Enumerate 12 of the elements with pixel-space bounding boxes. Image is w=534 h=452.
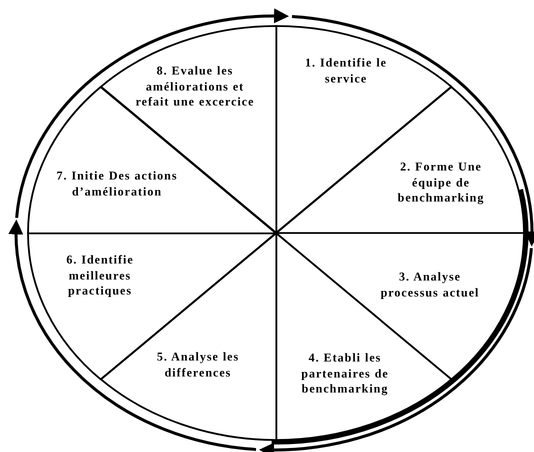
step-label: 8. Evalue les améliorations et refait une excercice bbox=[134, 64, 256, 110]
step-label: 2. Forme Une équipe de benchmarking bbox=[396, 160, 486, 206]
cycle-arrow bbox=[15, 8, 289, 218]
step-label: 4. Etabli les partenaires de benchmarking bbox=[300, 350, 390, 398]
cycle-arrow bbox=[259, 248, 533, 452]
step-label: 6. Identifie meilleures practiques bbox=[65, 252, 135, 300]
cycle-arrow bbox=[292, 15, 534, 247]
step-label: 3. Analyse processus actuel bbox=[380, 269, 480, 301]
step-label: 7. Initie Des actions d’amélioration bbox=[56, 168, 178, 200]
step-label: 5. Analyse les differences bbox=[156, 349, 240, 381]
cycle-arrow bbox=[8, 219, 256, 451]
step-label: 1. Identifie le service bbox=[304, 55, 388, 87]
